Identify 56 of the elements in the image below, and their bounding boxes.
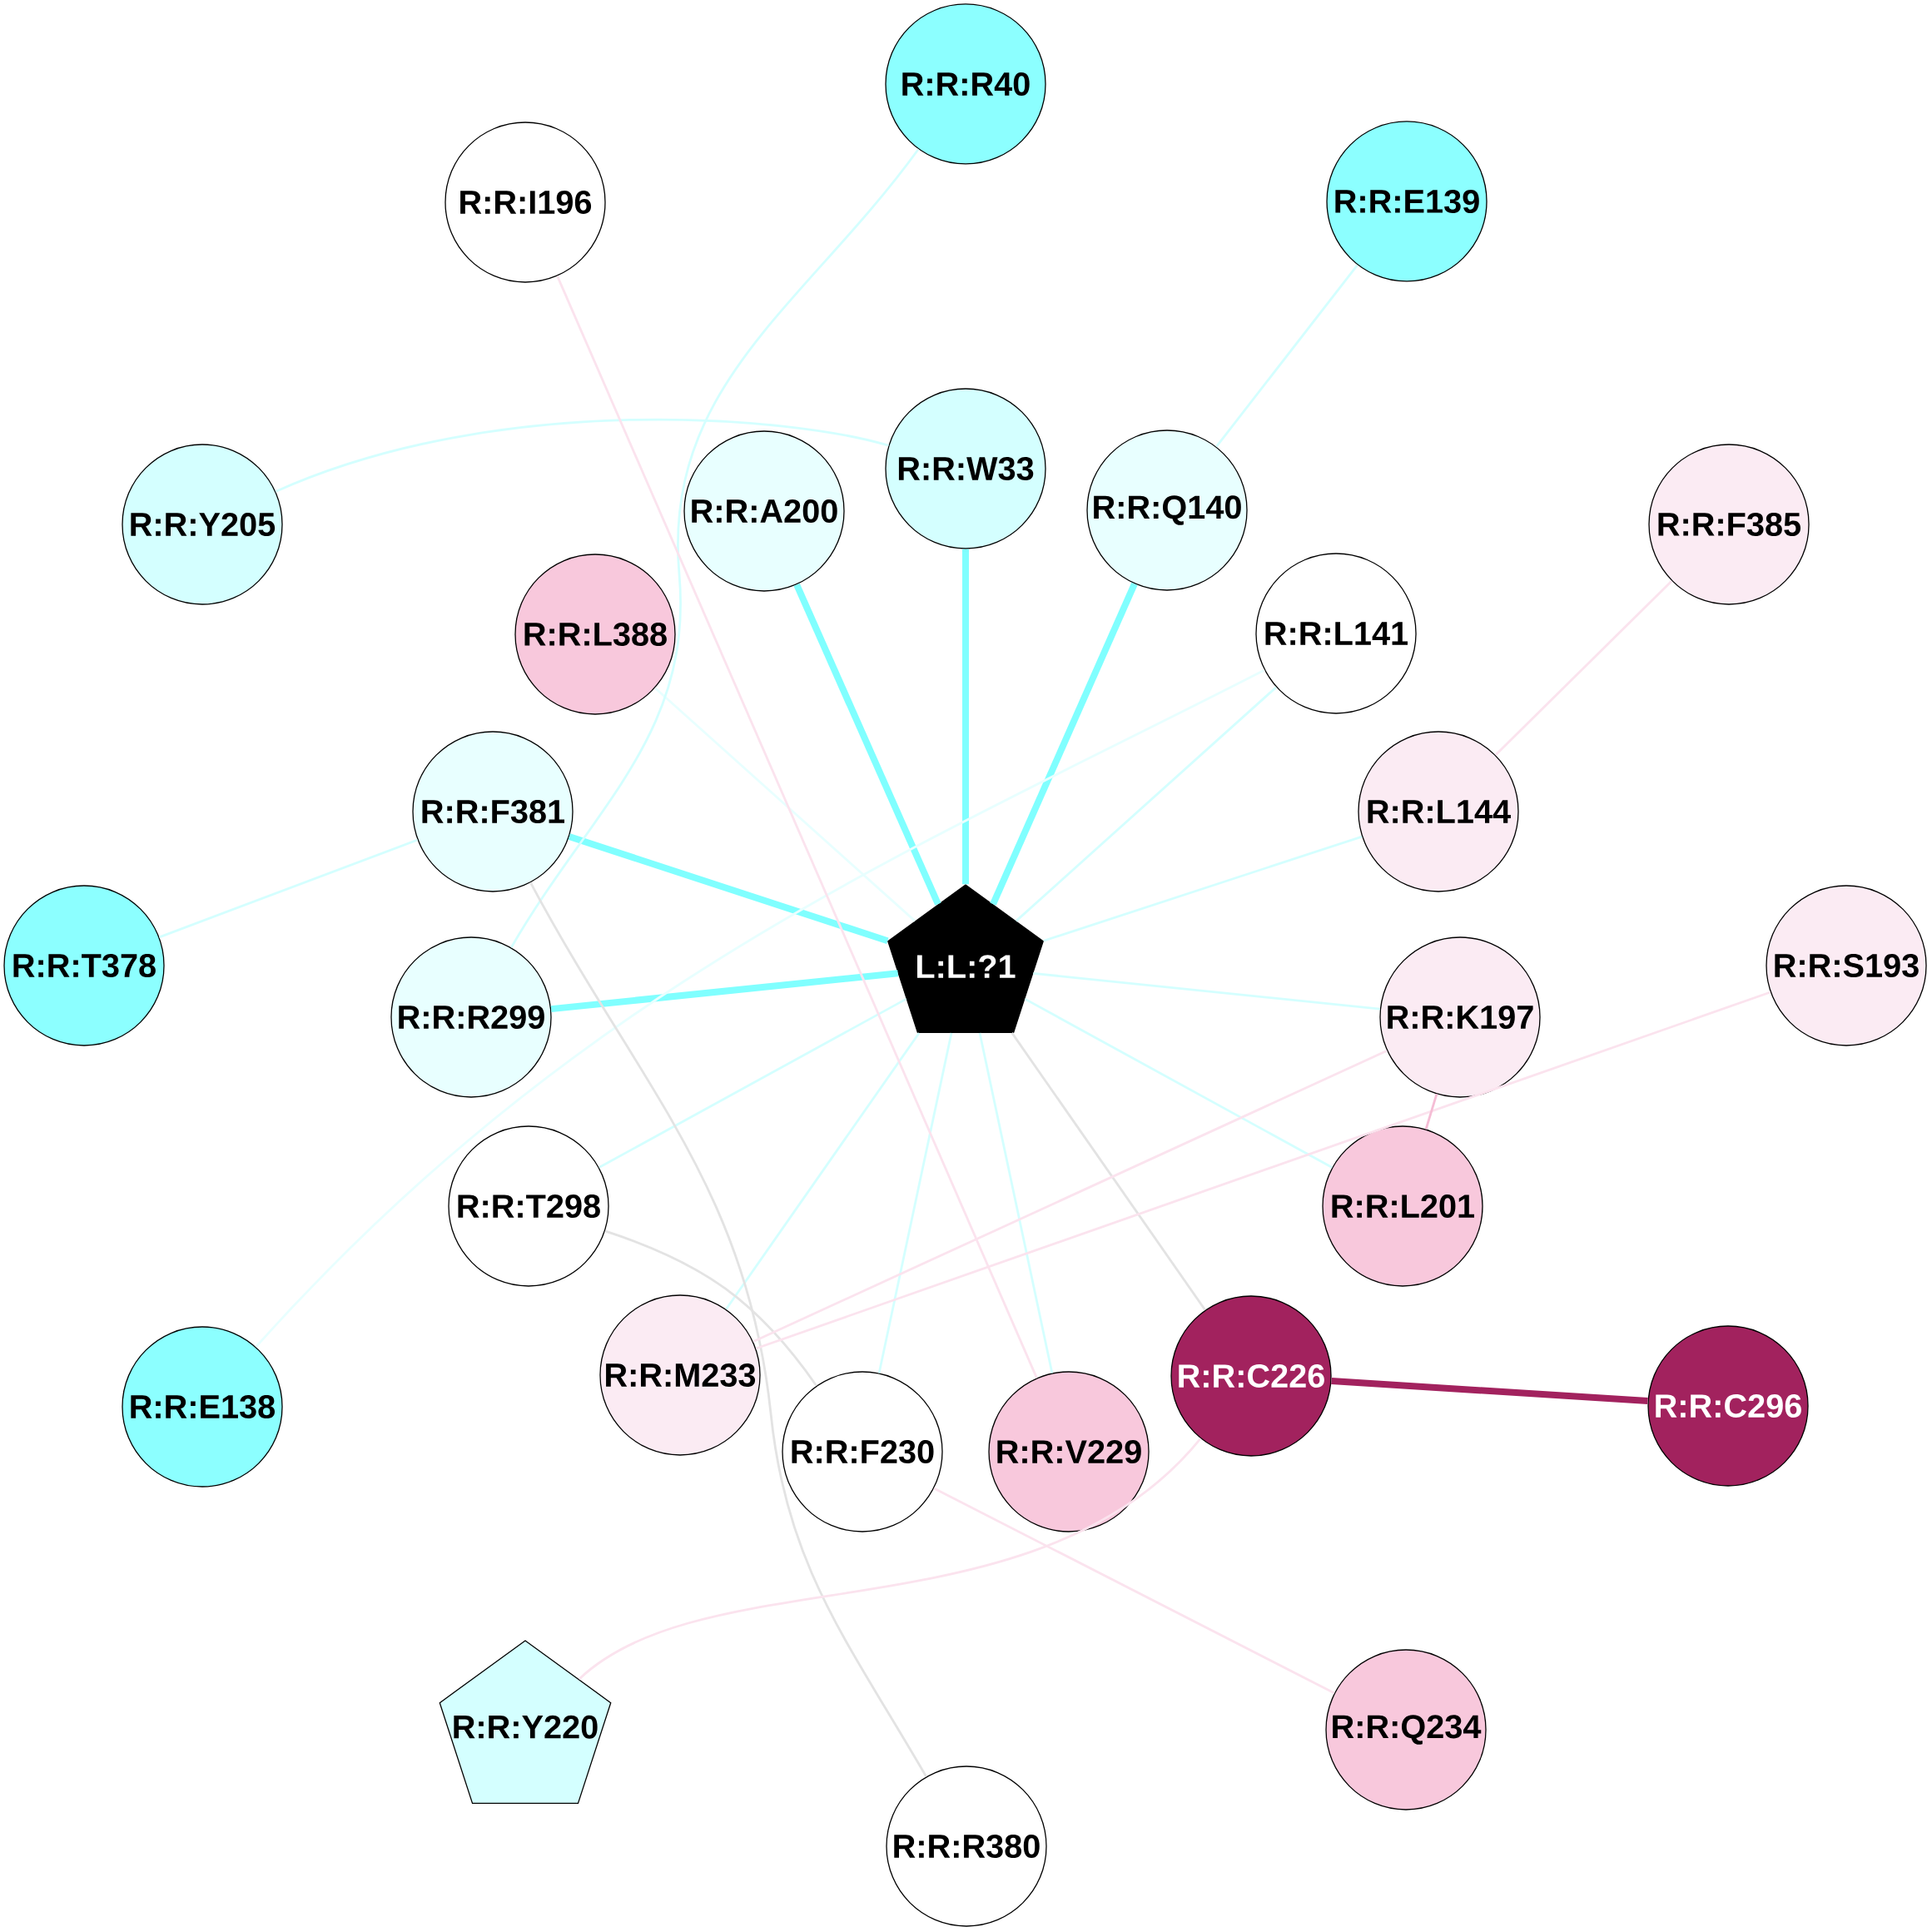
edge-line bbox=[933, 1487, 1335, 1695]
edge-line bbox=[158, 838, 419, 939]
edge-line bbox=[550, 970, 899, 1013]
circle-node: R:R:F381 bbox=[412, 731, 574, 892]
circle-node: R:R:S193 bbox=[1766, 885, 1927, 1046]
pentagon-node: R:R:Y220 bbox=[439, 1640, 612, 1804]
edge-line bbox=[529, 882, 927, 1778]
edge-line bbox=[510, 148, 920, 948]
edge-line bbox=[654, 687, 916, 922]
circle-node: R:R:V229 bbox=[988, 1371, 1150, 1532]
edge-line bbox=[255, 668, 1265, 1348]
circle-node: R:R:T298 bbox=[448, 1125, 609, 1287]
edge-line bbox=[1015, 686, 1278, 922]
edge-line bbox=[755, 991, 1771, 1350]
edge-line bbox=[793, 583, 941, 906]
circle-node: R:R:A200 bbox=[683, 430, 845, 592]
edge-line bbox=[556, 276, 1038, 1378]
circle-node: R:R:T378 bbox=[3, 885, 165, 1046]
edge-line bbox=[598, 997, 907, 1169]
pentagon-node: L:L:?1 bbox=[887, 884, 1044, 1033]
edge-line bbox=[1043, 835, 1363, 942]
circle-node: R:R:L388 bbox=[514, 554, 676, 715]
circle-node: R:R:F385 bbox=[1648, 444, 1810, 605]
circle-node: R:R:R380 bbox=[886, 1766, 1047, 1927]
edge-line bbox=[568, 833, 889, 945]
circle-node: R:R:L144 bbox=[1358, 731, 1519, 892]
circle-node: R:R:W33 bbox=[885, 388, 1046, 549]
circle-node: R:R:F230 bbox=[782, 1371, 943, 1532]
edge-line bbox=[877, 1032, 953, 1373]
circle-node: R:R:C296 bbox=[1647, 1325, 1809, 1487]
circle-node: R:R:C226 bbox=[1170, 1295, 1332, 1457]
circle-node: R:R:M233 bbox=[599, 1294, 761, 1456]
circle-node: R:R:L201 bbox=[1322, 1125, 1483, 1287]
edge-line bbox=[578, 1438, 1202, 1681]
edge-line bbox=[978, 1032, 1054, 1373]
edge-line bbox=[1011, 1032, 1206, 1311]
edge-line bbox=[990, 582, 1138, 906]
circle-node: R:R:R299 bbox=[390, 936, 552, 1098]
circle-node: R:R:Q140 bbox=[1086, 430, 1248, 591]
edge-line bbox=[604, 1229, 817, 1387]
circle-node: R:R:E139 bbox=[1326, 121, 1487, 282]
edge-line bbox=[1024, 997, 1333, 1169]
circle-node: R:R:Y205 bbox=[122, 444, 283, 605]
circle-node: R:R:Q234 bbox=[1325, 1649, 1487, 1810]
circle-node: R:R:R40 bbox=[885, 3, 1046, 165]
edge-line bbox=[1494, 579, 1673, 757]
circle-node: R:R:I196 bbox=[445, 122, 606, 283]
circle-node: R:R:K197 bbox=[1379, 936, 1541, 1098]
circle-node: R:R:L141 bbox=[1255, 553, 1417, 714]
edge-line bbox=[752, 1050, 1388, 1343]
edge-line bbox=[275, 419, 889, 493]
edge-line bbox=[725, 1032, 921, 1310]
edge-line bbox=[1215, 264, 1358, 448]
circle-node: R:R:E138 bbox=[122, 1326, 283, 1487]
edge-line bbox=[1033, 971, 1381, 1011]
edge-line bbox=[1424, 1094, 1438, 1130]
